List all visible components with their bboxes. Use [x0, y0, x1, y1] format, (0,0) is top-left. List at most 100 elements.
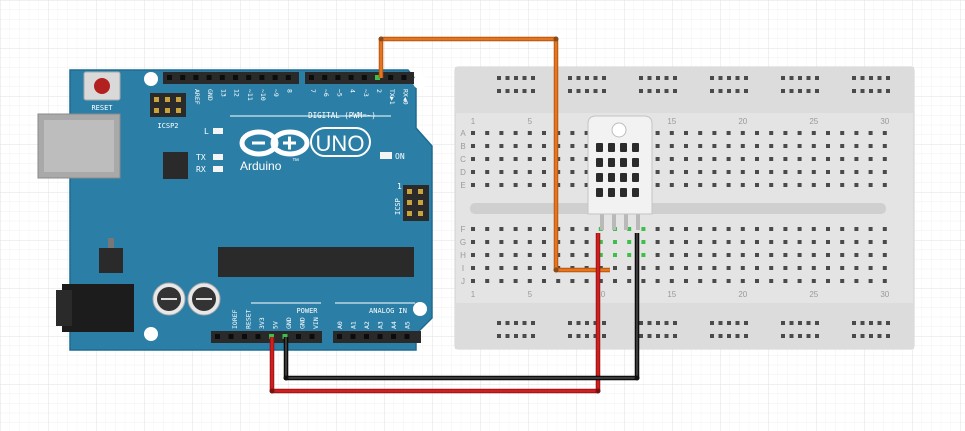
breadboard-hole	[570, 183, 575, 187]
digital-pin-label: ~9	[272, 89, 280, 97]
breadboard-hole	[485, 227, 490, 231]
rail-hole	[869, 321, 873, 325]
analog-pin-label: A1	[350, 321, 358, 329]
rail-hole	[673, 334, 677, 338]
breadboard-hole	[712, 170, 717, 174]
rail-hole	[798, 89, 802, 93]
breadboard-hole	[598, 240, 603, 244]
breadboard-hole	[740, 144, 745, 148]
breadboard-hole	[740, 183, 745, 187]
column-number: 25	[809, 290, 818, 299]
icsp2-pin	[165, 97, 170, 102]
breadboard-hole	[684, 240, 688, 244]
breadboard-hole	[513, 144, 518, 148]
wires	[269, 36, 640, 394]
column-number: 1	[471, 290, 476, 299]
breadboard-hole	[826, 279, 830, 283]
icsp-pin	[418, 211, 423, 216]
header-pin	[391, 334, 396, 339]
breadboard-hole	[783, 240, 788, 244]
breadboard-hole	[840, 170, 845, 174]
digital-pin-label: 12	[233, 89, 241, 97]
rail-hole	[514, 321, 518, 325]
breadboard-hole	[740, 227, 745, 231]
breadboard-hole	[840, 183, 845, 187]
rail-hole	[710, 321, 714, 325]
icsp2-pin	[176, 108, 181, 113]
sensor-grille	[596, 143, 639, 197]
header-pin	[272, 75, 278, 80]
breadboard-hole	[684, 157, 688, 161]
rail-hole	[718, 321, 723, 325]
breadboard-hole	[471, 144, 475, 148]
breadboard-hole	[868, 131, 873, 135]
breadboard-hole	[726, 183, 731, 187]
breadboard-hole	[471, 279, 475, 283]
regulator-tab	[108, 238, 114, 248]
breadboard-hole	[584, 240, 589, 244]
row-letter: I	[462, 264, 464, 273]
rail-hole	[647, 89, 652, 93]
breadboard-hole	[613, 266, 617, 270]
breadboard-hole	[797, 279, 802, 283]
row-letter: J	[461, 277, 465, 286]
digital-pin-label: GND	[206, 89, 214, 101]
rail-hole	[497, 89, 501, 93]
rail-hole	[576, 334, 581, 338]
breadboard-hole	[655, 279, 660, 283]
breadboard-hole	[641, 266, 646, 270]
breadboard-hole	[712, 266, 717, 270]
breadboard-hole	[527, 170, 532, 174]
header-pin	[337, 334, 342, 339]
breadboard-hole	[769, 253, 774, 257]
breadboard-hole	[769, 144, 774, 148]
rail-hole	[781, 76, 785, 80]
breadboard-hole	[513, 279, 518, 283]
breadboard-hole	[811, 144, 816, 148]
breadboard-hole	[712, 240, 717, 244]
reset-button-cap[interactable]	[94, 78, 110, 94]
grille-slot	[596, 143, 603, 152]
breadboard-hole	[485, 240, 490, 244]
header-pin	[206, 75, 212, 80]
breadboard-hole	[499, 227, 504, 231]
rail-hole	[639, 321, 643, 325]
breadboard-hole	[740, 279, 745, 283]
breadboard-hole	[527, 240, 532, 244]
breadboard-hole	[698, 227, 703, 231]
breadboard-hole	[471, 253, 475, 257]
breadboard-hole	[755, 227, 759, 231]
header-pin	[350, 334, 356, 339]
rail-hole	[877, 334, 882, 338]
digital-header-right	[305, 72, 414, 84]
rail-hole	[593, 89, 598, 93]
breadboard-hole	[542, 227, 546, 231]
breadboard-hole	[840, 157, 845, 161]
breadboard-hole	[471, 170, 475, 174]
breadboard-hole	[584, 253, 589, 257]
breadboard-hole	[513, 157, 518, 161]
rail-hole	[656, 76, 660, 80]
rail-hole	[522, 321, 527, 325]
rail-hole	[886, 334, 890, 338]
rail-hole	[860, 321, 865, 325]
rail-hole	[656, 321, 660, 325]
analog-label: ANALOG IN	[369, 307, 407, 315]
breadboard-hole	[868, 227, 873, 231]
breadboard-hole	[811, 183, 816, 187]
breadboard-hole	[826, 266, 830, 270]
rail-hole	[781, 321, 785, 325]
header-pin	[388, 75, 394, 80]
reset-label: RESET	[91, 104, 113, 112]
breadboard-hole	[513, 253, 518, 257]
breadboard-hole	[826, 131, 830, 135]
wire-bend	[634, 375, 640, 381]
header-pin	[215, 334, 220, 339]
breadboard-hole	[641, 253, 646, 257]
breadboard-hole	[712, 279, 717, 283]
breadboard-hole	[584, 183, 589, 187]
analog-pin-label: A4	[390, 321, 398, 329]
header-pin	[259, 75, 265, 80]
rail-hole	[639, 89, 643, 93]
